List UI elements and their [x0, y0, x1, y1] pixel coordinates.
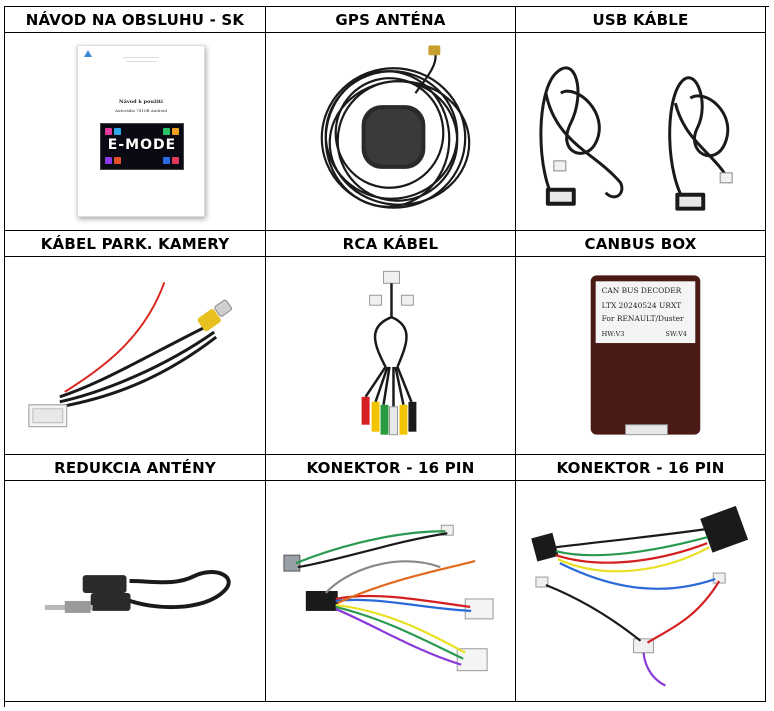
doc-subtitle: Autorádio 7810B Android	[115, 108, 167, 113]
usb-cable-icon	[539, 65, 733, 211]
header-connector-2: KONEKTOR - 16 PIN	[516, 455, 766, 481]
wiring-harness-icon	[283, 524, 494, 671]
cell-manual-image: ———————————— —————————— Návod k použití …	[5, 33, 266, 231]
header-usb: USB KÁBLE	[516, 7, 766, 33]
emode-logo: E-MODE	[107, 137, 177, 153]
camera-cable-icon	[28, 281, 233, 427]
rca-cable-icon	[361, 270, 417, 435]
cell-rca-image	[266, 257, 516, 455]
cell-connector1-image	[266, 481, 516, 702]
canbus-line3: For RENAULT/Duster	[602, 314, 684, 323]
header-camera: KÁBEL PARK. KAMERY	[5, 231, 266, 257]
doc-header-line1: ————————————	[123, 55, 159, 59]
doc-screen-image: E-MODE	[100, 123, 184, 170]
cell-gps-image	[266, 33, 516, 231]
cell-camera-image	[5, 257, 266, 455]
cell-canbus-image: CAN BUS DECODER LTX 20240524 URXT For RE…	[516, 257, 766, 455]
canbus-line2: LTX 20240524 URXT	[602, 301, 682, 310]
cell-connector2-image	[516, 481, 766, 702]
brand-logo-icon	[84, 50, 92, 57]
header-canbus: CANBUS BOX	[516, 231, 766, 257]
gps-antenna-icon	[320, 44, 471, 209]
canbus-line1: CAN BUS DECODER	[602, 286, 682, 295]
canbus-box-icon: CAN BUS DECODER LTX 20240524 URXT For RE…	[590, 274, 701, 435]
header-antenna-adapter: REDUKCIA ANTÉNY	[5, 455, 266, 481]
header-manual: NÁVOD NA OBSLUHU - SK	[5, 7, 266, 33]
canbus-hw: HW:V3	[602, 330, 625, 338]
cell-antenna-image	[5, 481, 266, 702]
doc-title: Návod k použití	[119, 99, 163, 105]
header-connector-1: KONEKTOR - 16 PIN	[266, 455, 516, 481]
wiring-harness-icon	[531, 505, 749, 687]
header-gps: GPS ANTÉNA	[266, 7, 516, 33]
canbus-sw: SW:V4	[665, 330, 687, 338]
antenna-adapter-icon	[44, 569, 231, 613]
accessories-table: NÁVOD NA OBSLUHU - SK GPS ANTÉNA USB KÁB…	[4, 6, 769, 707]
doc-header-line2: ——————————	[126, 59, 156, 63]
header-rca: RCA KÁBEL	[266, 231, 516, 257]
cell-usb-image	[516, 33, 766, 231]
manual-document: ———————————— —————————— Návod k použití …	[77, 45, 205, 217]
